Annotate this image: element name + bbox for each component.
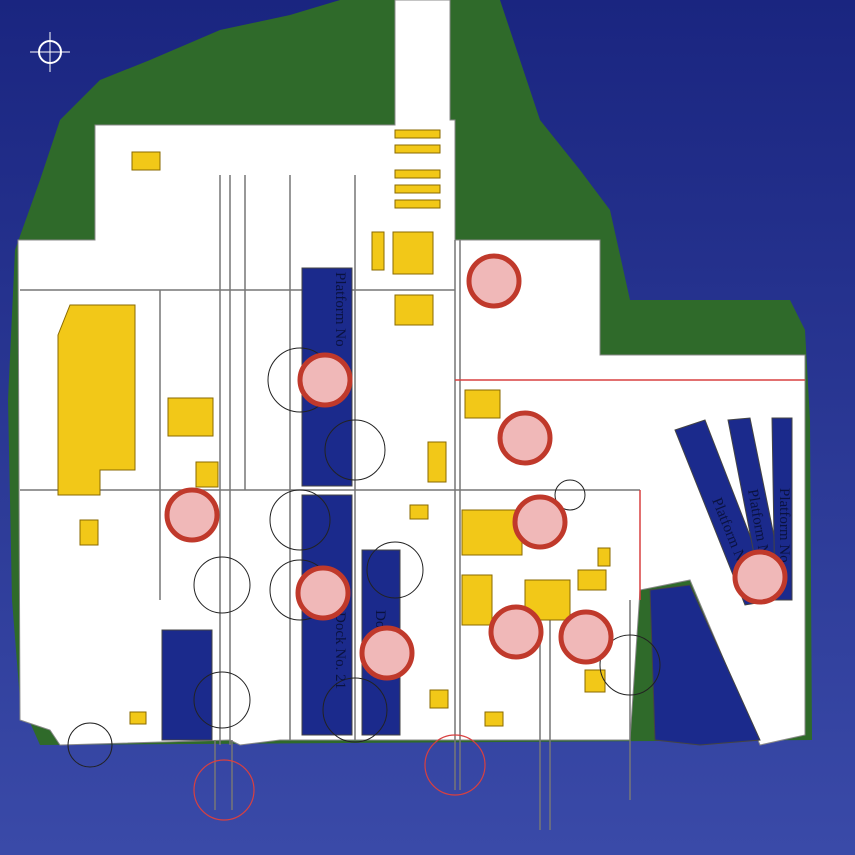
location-marker[interactable]: [497, 410, 553, 466]
basin-west: [161, 629, 213, 741]
location-marker[interactable]: [466, 253, 522, 309]
location-marker[interactable]: [488, 604, 544, 660]
location-marker[interactable]: [295, 565, 351, 621]
label-platform-west: Platform No: [332, 272, 348, 347]
planned-crane-radii: [193, 734, 486, 821]
location-marker[interactable]: [732, 549, 788, 605]
platform-east-3-dock: [771, 417, 793, 601]
location-marker[interactable]: [359, 625, 415, 681]
road-grid: [20, 175, 805, 830]
location-marker[interactable]: [558, 609, 614, 665]
building-main-hall: [57, 304, 136, 496]
buildings: [57, 129, 611, 727]
label-dock-21: Dock No. 21: [332, 612, 348, 689]
basin-east: [649, 584, 761, 746]
location-marker[interactable]: [512, 494, 568, 550]
location-marker[interactable]: [164, 487, 220, 543]
compass-rose-icon: [30, 32, 70, 72]
location-marker[interactable]: [297, 352, 353, 408]
crane-radii: [67, 347, 661, 768]
label-dock-small: Do: [372, 610, 388, 628]
label-platform-east-3: Platform No: [776, 488, 792, 563]
